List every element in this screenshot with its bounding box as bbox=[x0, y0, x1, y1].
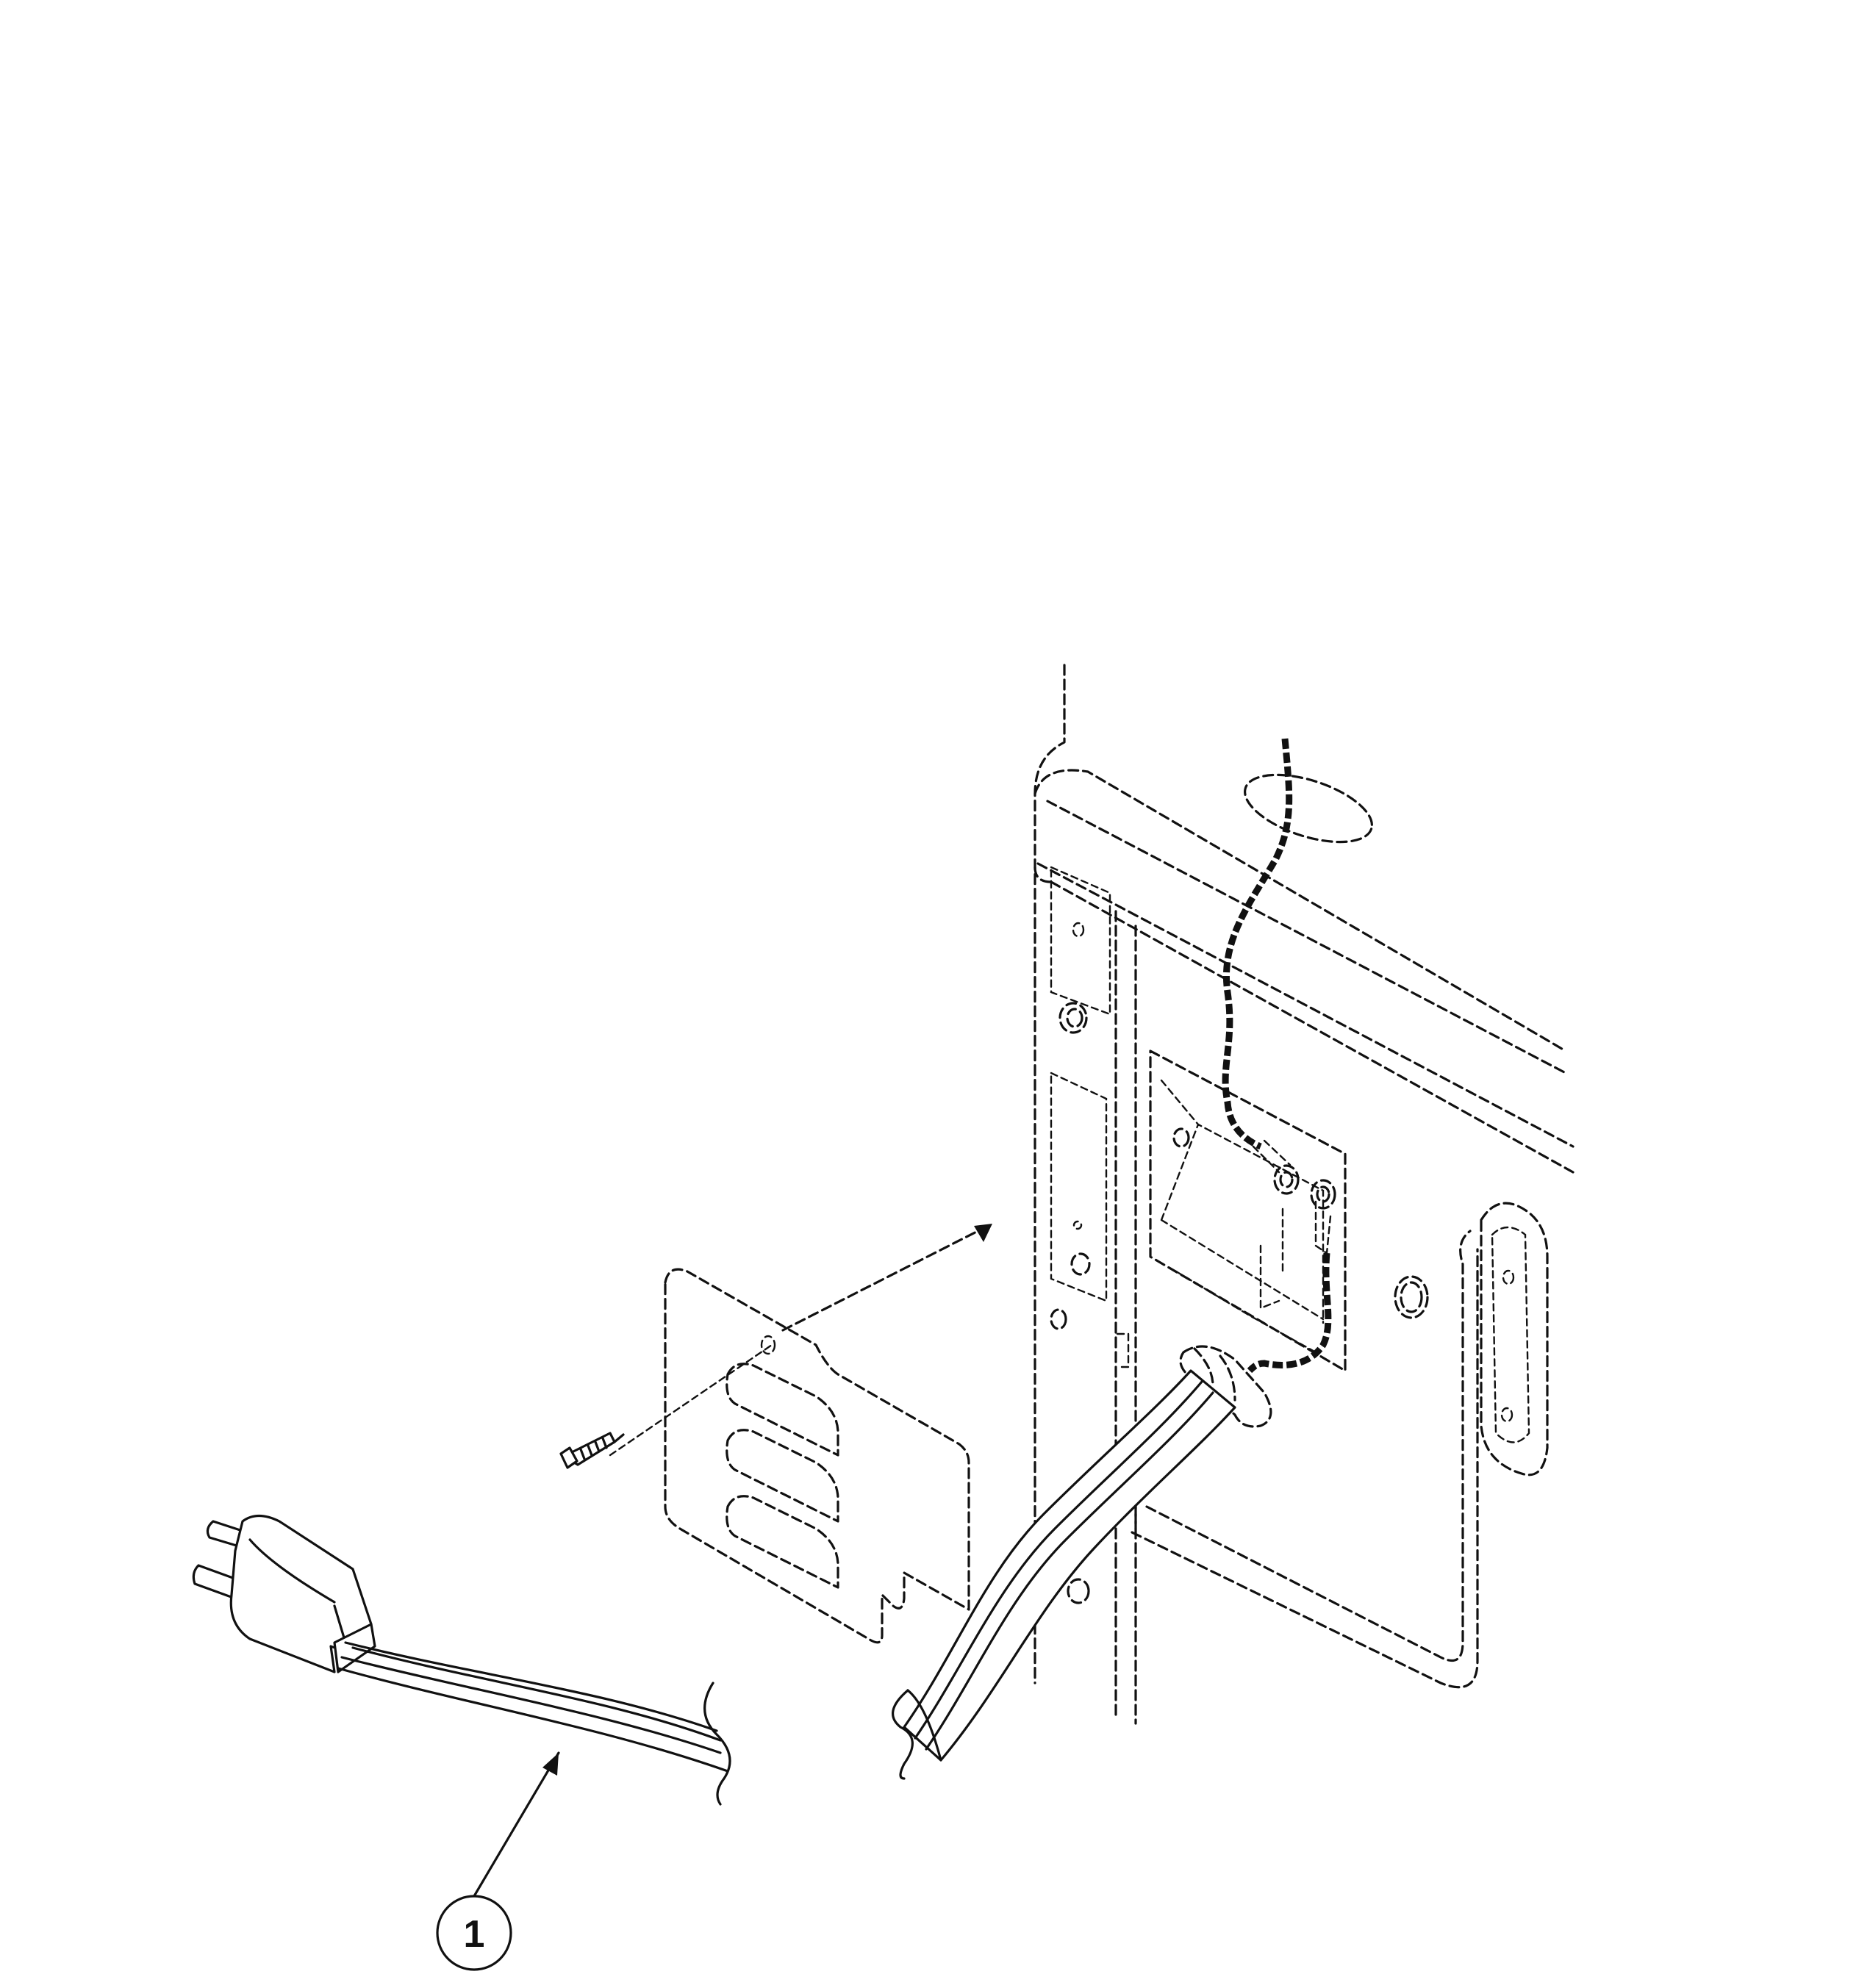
strain-relief bbox=[1179, 1345, 1272, 1428]
cabinet-side-slot bbox=[1480, 1202, 1549, 1476]
callout-1: 1 bbox=[436, 1751, 560, 1971]
power-cord bbox=[192, 1369, 1236, 1806]
wire-passage-hole bbox=[1244, 773, 1373, 844]
callout-circle bbox=[436, 1895, 512, 1971]
cabinet-screw-hole bbox=[1394, 1275, 1429, 1319]
terminal-screws bbox=[1252, 1139, 1336, 1255]
mounting-screw bbox=[559, 1432, 625, 1469]
internal-wiring bbox=[1222, 738, 1332, 1374]
access-cover-plate bbox=[664, 1268, 970, 1644]
terminal-block-recess bbox=[1149, 1049, 1347, 1372]
plug-prong-bottom bbox=[192, 1564, 240, 1600]
cabinet-rear-panel bbox=[1033, 664, 1575, 1725]
mounting-strip bbox=[1050, 866, 1130, 1604]
assembly-direction-arrow bbox=[609, 1222, 994, 1457]
callout-number: 1 bbox=[464, 1913, 485, 1956]
